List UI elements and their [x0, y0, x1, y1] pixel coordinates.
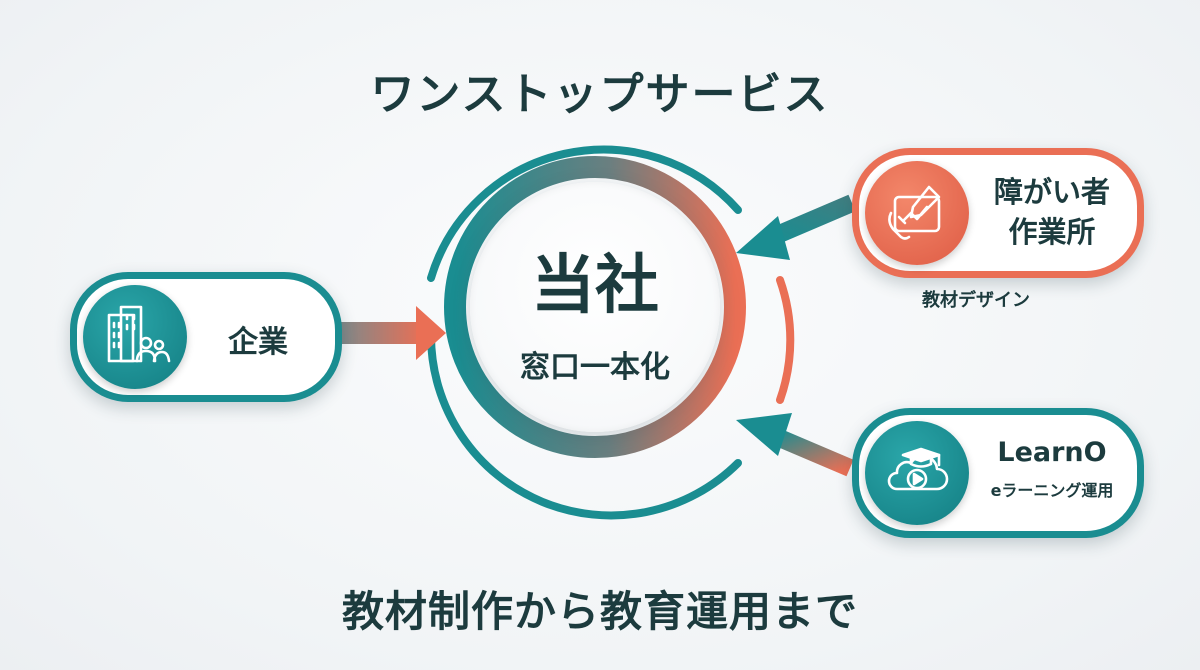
cloud-graduation-play-icon [865, 421, 969, 525]
center-sub-label: 窓口一本化 [520, 350, 670, 385]
inner-ring [444, 156, 746, 458]
center-node: 当社 窓口一本化 [470, 182, 720, 432]
arrow-from-company [338, 306, 446, 360]
learno-node: LearnO eラーニング運用 [852, 408, 1144, 538]
arrow-from-learno [736, 413, 854, 477]
building-people-icon [83, 285, 187, 389]
tablet-pen-icon [865, 161, 969, 265]
outer-ring-bottom-arc [427, 332, 742, 520]
company-node: 企業 [70, 272, 342, 402]
diagram-subtitle: 教材制作から教育運用まで [341, 587, 858, 636]
center-main-label: 当社 [531, 249, 659, 323]
workshop-label-line1: 障がい者 [993, 175, 1110, 209]
arrow-from-workshop [736, 194, 856, 260]
workshop-label-line2: 作業所 [1008, 215, 1096, 249]
workshop-node: 障がい者 作業所 [852, 148, 1144, 278]
outer-ring-top-arc [427, 145, 742, 282]
learno-label-line1: LearnO [997, 437, 1107, 468]
diagram-title: ワンストップサービス [370, 69, 830, 120]
workshop-caption: 教材デザイン [922, 290, 1030, 311]
outer-ring-right-arc [776, 276, 795, 404]
company-label: 企業 [228, 325, 288, 360]
learno-label-line2: eラーニング運用 [990, 481, 1114, 500]
outer-ring [427, 145, 742, 520]
